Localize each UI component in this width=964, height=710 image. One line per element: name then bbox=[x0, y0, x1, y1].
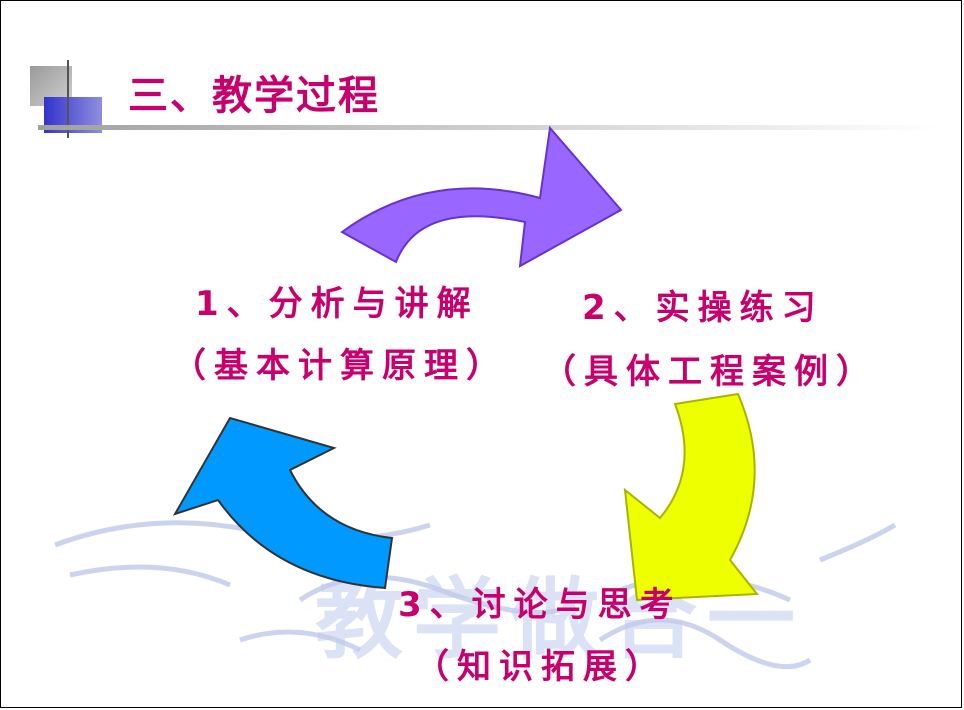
step3-sublabel: （知识拓展） bbox=[415, 647, 667, 687]
step2-label: 2、实操练习 bbox=[582, 288, 824, 328]
step1-label: 1、分析与讲解 bbox=[195, 284, 479, 324]
title-underline bbox=[38, 125, 938, 130]
yellow-arrow bbox=[623, 392, 759, 602]
step1-sublabel: （基本计算原理） bbox=[172, 346, 508, 386]
step2-sublabel: （具体工程案例） bbox=[542, 352, 878, 392]
slide-title: 三、教学过程 bbox=[128, 73, 380, 119]
decorative-vertical-line bbox=[67, 60, 69, 138]
purple-arrow bbox=[340, 125, 623, 268]
blue-arrow bbox=[172, 416, 394, 590]
step3-label: 3、讨论与思考 bbox=[398, 585, 682, 625]
